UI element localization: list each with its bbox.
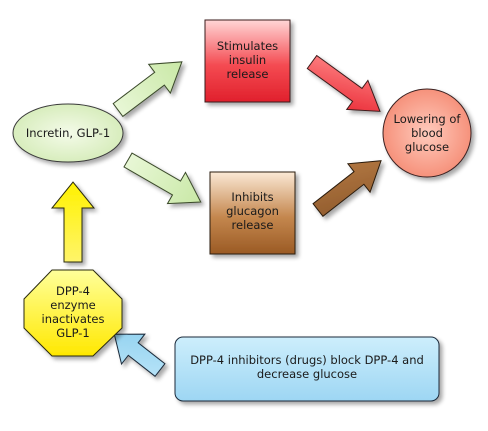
dpp4-label-line: enzyme — [50, 298, 95, 312]
arrow-inhibitors-to-dpp4 — [113, 333, 166, 378]
arrow-stimulates-to-lowering — [306, 54, 381, 112]
stimulates-label-line: release — [227, 67, 269, 81]
inhibitors-label-line: DPP-4 inhibitors (drugs) block DPP-4 and — [190, 353, 424, 367]
dpp4-label-line: DPP-4 — [56, 284, 90, 298]
lowering-label-line: blood — [411, 126, 443, 140]
incretin-node — [12, 103, 124, 163]
dpp4-label-line: inactivates — [42, 312, 105, 326]
inhibitors-label: DPP-4 inhibitors (drugs) block DPP-4 and… — [190, 353, 424, 381]
stimulates-node — [204, 19, 291, 103]
dpp4-node — [23, 269, 123, 357]
incretin-label-line: Incretin, GLP-1 — [26, 126, 110, 140]
lowering-label-line: Lowering of — [394, 112, 462, 126]
stimulates-label-line: Stimulates — [217, 39, 278, 53]
stimulates-label-line: insulin — [229, 53, 266, 67]
arrow-incretin-to-stimulates — [112, 61, 183, 118]
lowering-label-line: glucose — [405, 140, 449, 154]
arrow-inhibits-to-lowering — [312, 160, 382, 218]
inhibits-label-line: glucagon — [226, 204, 279, 218]
inhibits-label-line: release — [232, 218, 274, 232]
incretin-label: Incretin, GLP-1 — [26, 126, 110, 140]
dpp4-label-line: GLP-1 — [56, 326, 89, 340]
arrow-incretin-to-inhibits — [123, 152, 202, 205]
inhibits-node — [209, 171, 296, 255]
inhibitors-node — [174, 336, 440, 402]
lowering-node — [382, 88, 472, 178]
inhibitors-label-line: decrease glucose — [257, 367, 357, 381]
arrow-dpp4-to-incretin — [50, 181, 96, 263]
inhibits-label-line: Inhibits — [231, 190, 273, 204]
